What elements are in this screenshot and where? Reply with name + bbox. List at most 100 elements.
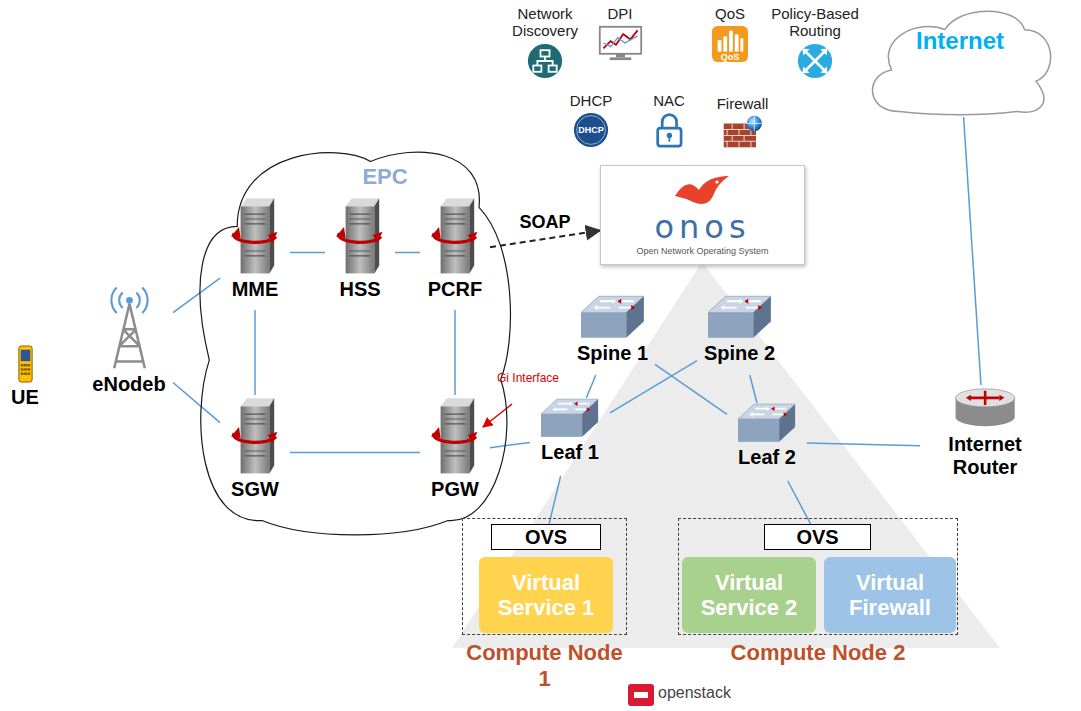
gi-pointer [483, 404, 512, 427]
virtual-service-label: Virtual Service 1 [479, 570, 613, 621]
epc-cloud-label: EPC [362, 164, 407, 189]
compute-node: Compute Node 1OVSVirtual Service 1 [462, 518, 627, 635]
connector [254, 310, 256, 395]
app-icon-label: DHCP [570, 92, 613, 109]
connector [490, 442, 530, 447]
core-server: SGW [220, 395, 290, 510]
interface-label-holder: Gi Interface [496, 372, 560, 386]
bird-icon [673, 174, 733, 208]
logo-text-holder: openstack [658, 684, 748, 702]
spine-switch-label: Spine 2 [704, 342, 775, 365]
app-icon: Network Discovery [500, 5, 590, 91]
connector [290, 452, 420, 454]
app-icon-label: QoS [715, 5, 745, 22]
edge-label: SOAP [516, 212, 573, 233]
compute-node-label: Compute Node 2 [731, 640, 906, 665]
ovs-box: OVS [491, 524, 601, 550]
compute-node-label: Compute Node 1 [463, 640, 626, 691]
app-icon-label: NAC [653, 92, 685, 109]
spine-switch: Spine 1 [570, 295, 655, 375]
controller-box-label: onos [654, 211, 750, 243]
ovs-box-label: OVS [796, 526, 838, 548]
ovs-box: OVS [764, 524, 871, 550]
app-icon-label: Network Discovery [500, 5, 590, 40]
internet-router-label: Internet Router [920, 433, 1050, 479]
server-icon [431, 195, 479, 275]
switch-icon [738, 403, 795, 443]
icon-caption-holder: DHCP [578, 125, 604, 135]
core-server: MME [220, 195, 290, 310]
switch-icon [541, 398, 598, 438]
app-icon-label: Policy-Based Routing [765, 5, 865, 40]
ovs-box-label: OVS [525, 526, 567, 548]
openstack-logo [628, 684, 654, 706]
user-equipment: UE [5, 345, 45, 420]
virtual-firewall: Virtual Firewall [824, 557, 956, 633]
compute-node: Compute Node 2OVSVirtual Service 2Virtua… [678, 518, 958, 635]
core-server: PGW [420, 395, 490, 510]
internet-cloud: Internet [865, 5, 1055, 117]
cloud-outline [865, 5, 1055, 117]
connector [549, 476, 561, 524]
connector [655, 364, 727, 414]
server-icon [336, 195, 384, 275]
app-icon: Policy-Based Routing [765, 5, 865, 97]
virtual-service: Virtual Service 2 [682, 557, 816, 633]
core-server: PCRF [420, 195, 490, 310]
core-server-label: SGW [231, 478, 279, 501]
app-icon: DHCP [560, 92, 622, 158]
core-server: HSS [325, 195, 395, 310]
core-server-label: PGW [431, 478, 479, 501]
switch-icon [581, 295, 644, 339]
connector [750, 375, 757, 403]
icon-caption: DHCP [578, 125, 604, 135]
server-icon [431, 395, 479, 475]
dpi-icon [598, 25, 643, 61]
app-icon: DPI [592, 5, 648, 85]
app-icon: QoS [700, 5, 760, 85]
pbr-icon [797, 43, 833, 79]
logo-text: openstack [658, 684, 748, 702]
virtual-firewall-label: Virtual Firewall [824, 570, 956, 621]
server-icon [231, 195, 279, 275]
connector [173, 278, 220, 313]
router-icon [953, 385, 1017, 430]
app-icon: NAC [640, 92, 698, 158]
app-icon-label: DPI [607, 5, 632, 22]
nac-icon [655, 112, 684, 148]
icon-caption-holder: QoS [721, 52, 740, 62]
epc-cloud: EPC MME HSS PCRF SGW PGW [200, 150, 510, 532]
leaf-switch: Leaf 2 [727, 403, 807, 481]
controller-box-label: Open Network Operating System [636, 246, 768, 256]
leaf-switch-label: Leaf 1 [541, 441, 599, 464]
core-server-label: HSS [339, 278, 380, 301]
interface-label: Gi Interface [496, 372, 560, 386]
virtual-service-label: Virtual Service 2 [682, 570, 816, 621]
connector [454, 310, 456, 395]
tower-icon [104, 285, 155, 370]
nd-icon [527, 43, 563, 79]
connector [173, 383, 220, 423]
spine-switch-label: Spine 1 [577, 342, 648, 365]
phone-icon [16, 345, 35, 383]
edge-label-holder: SOAP [516, 212, 573, 233]
connector [586, 375, 596, 398]
fabric-triangle [452, 262, 1000, 648]
internet-cloud-label: Internet [916, 27, 1004, 55]
connector [964, 117, 981, 385]
switch-icon [708, 295, 771, 339]
core-server-label: PCRF [428, 278, 482, 301]
connector [395, 252, 420, 254]
base-station-label: eNodeb [92, 373, 165, 396]
user-equipment-label: UE [11, 386, 39, 409]
icon-caption: QoS [721, 52, 740, 62]
leaf-switch-label: Leaf 2 [738, 446, 796, 469]
connector [610, 361, 697, 413]
controller-box: onosOpen Network Operating System [600, 165, 805, 265]
core-server-label: MME [232, 278, 279, 301]
connector [290, 252, 325, 254]
connector [490, 231, 600, 248]
internet-router: Internet Router [920, 385, 1050, 510]
spine-switch: Spine 2 [697, 295, 782, 375]
leaf-switch: Leaf 1 [530, 398, 610, 476]
